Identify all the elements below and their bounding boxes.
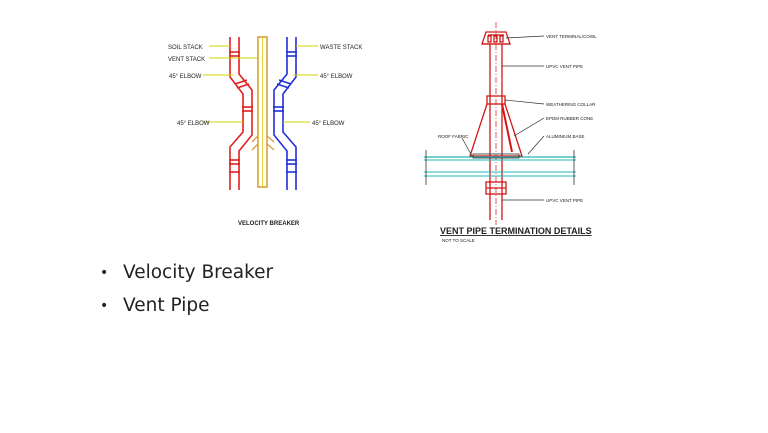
label-vent-terminal: VENT TERMINAL/COWL [546,34,597,39]
label-soil-stack: SOIL STACK [168,45,203,51]
label-aluminium-base: ALUMINIUM BASE [546,134,585,139]
vent-detail-subtitle: NOT TO SCALE [442,238,475,243]
vent-pipe-detail-diagram: VENT TERMINAL/COWL UPVC VENT PIPE WEATHE… [418,20,610,248]
label-elbow-mid-right: 45° ELBOW [312,121,345,127]
vent-detail-title: VENT PIPE TERMINATION DETAILS [440,226,592,236]
bullet-dot-icon: • [100,265,109,281]
label-upvc-bottom: UPVC VENT PIPE [546,198,583,203]
label-waste-stack: WASTE STACK [320,45,362,51]
velocity-breaker-caption: VELOCITY BREAKER [238,221,300,227]
bullet-text: Vent Pipe [123,295,210,316]
label-upvc-top: UPVC VENT PIPE [546,64,583,69]
waste-stack-pipe [273,37,297,190]
label-epdm-cone: EPDM RUBBER CONE [546,116,593,121]
bullet-item: • Vent Pipe [100,291,273,324]
label-vent-stack: VENT STACK [168,57,205,63]
roof-line [424,150,576,185]
label-elbow-top-right: 45° ELBOW [320,74,353,80]
bullet-text: Velocity Breaker [123,262,274,283]
bullet-item: • Velocity Breaker [100,258,273,291]
soil-stack-pipe [229,37,253,190]
label-elbow-top-left: 45° ELBOW [169,74,202,80]
label-elbow-mid-left: 45° ELBOW [177,121,210,127]
velocity-breaker-diagram: SOIL STACK VENT STACK WASTE STACK 45° EL… [163,22,366,244]
bullet-list: • Velocity Breaker • Vent Pipe [100,258,273,324]
label-weathering-collar: WEATHERING COLLAR [546,102,596,107]
label-roof-fabric: ROOF FABRIC [438,134,469,139]
upvc-pipe [489,44,503,220]
bullet-dot-icon: • [100,298,109,314]
vent-cowl [481,31,511,45]
